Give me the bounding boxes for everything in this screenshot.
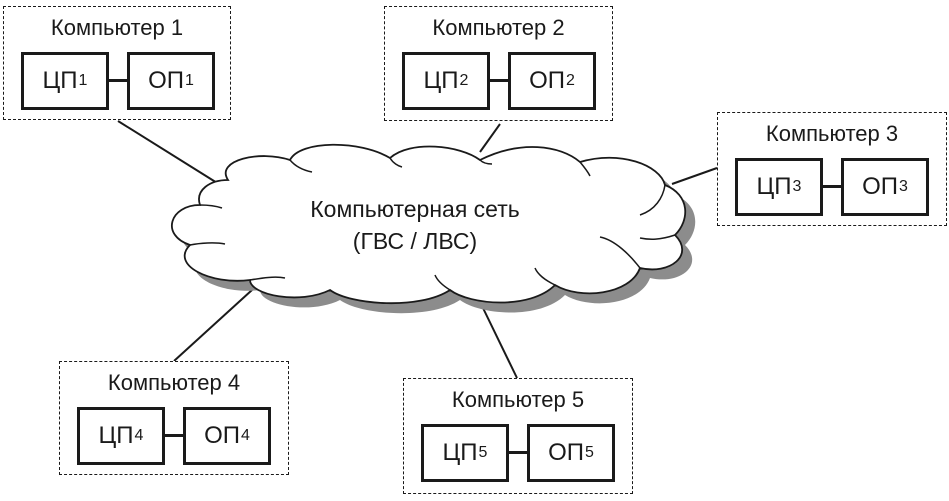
memory-label: ОП [529, 67, 565, 94]
memory-label: ОП [204, 422, 240, 449]
memory-index: 1 [185, 72, 194, 89]
memory-index: 5 [585, 444, 594, 461]
memory-label: ОП [148, 67, 184, 94]
cpu-memory-bus [490, 79, 508, 82]
cloud-detail [189, 242, 226, 246]
computer-title: Компьютер 5 [451, 387, 585, 412]
cloud-detail [479, 159, 493, 165]
cpu-index: 5 [478, 444, 488, 461]
cloud-detail [199, 204, 223, 209]
cpu-label: ЦП [42, 67, 78, 94]
cpu-label: ЦП [98, 422, 134, 449]
cpu-index: 3 [792, 178, 802, 195]
cloud-detail [579, 161, 591, 177]
computer-title: Компьютер 4 [107, 370, 241, 395]
computer-title: Компьютер 2 [432, 15, 565, 40]
cloud-detail [389, 157, 403, 168]
cpu-memory-bus [109, 79, 127, 82]
cloud-detail [599, 236, 641, 269]
network-label: Компьютерная сеть (ГВС / ЛВС) [250, 193, 580, 257]
link-computer-4 [173, 289, 253, 362]
link-computer-5 [482, 307, 518, 379]
cloud-detail [434, 274, 451, 291]
memory-label: ОП [548, 439, 584, 466]
network-label-line2: (ГВС / ЛВС) [352, 228, 478, 254]
network-label-line1: Компьютерная сеть [310, 196, 520, 222]
memory-index: 4 [241, 427, 250, 444]
memory-index: 3 [899, 178, 908, 195]
cloud-detail [289, 159, 313, 173]
cpu-memory-bus [509, 451, 527, 454]
cpu-memory-bus [823, 185, 841, 188]
link-computer-1 [117, 120, 223, 187]
link-computer-2 [479, 123, 501, 153]
cloud-detail [534, 267, 556, 286]
network-cloud [171, 143, 687, 305]
cpu-memory-bus [165, 434, 183, 437]
memory-label: ОП [862, 173, 898, 200]
cpu-index: 1 [78, 72, 88, 89]
cpu-index: 2 [459, 72, 469, 89]
cloud-detail [249, 276, 286, 281]
cpu-label: ЦП [756, 173, 792, 200]
cpu-index: 4 [134, 427, 144, 444]
cpu-label: ЦП [442, 439, 478, 466]
computer-title: Компьютер 1 [50, 15, 184, 40]
cloud-detail [639, 184, 666, 216]
cloud-detail [639, 234, 676, 240]
link-computer-3 [671, 167, 718, 185]
computer-title: Компьютер 3 [765, 121, 899, 146]
memory-index: 2 [566, 72, 575, 89]
cpu-label: ЦП [423, 67, 459, 94]
